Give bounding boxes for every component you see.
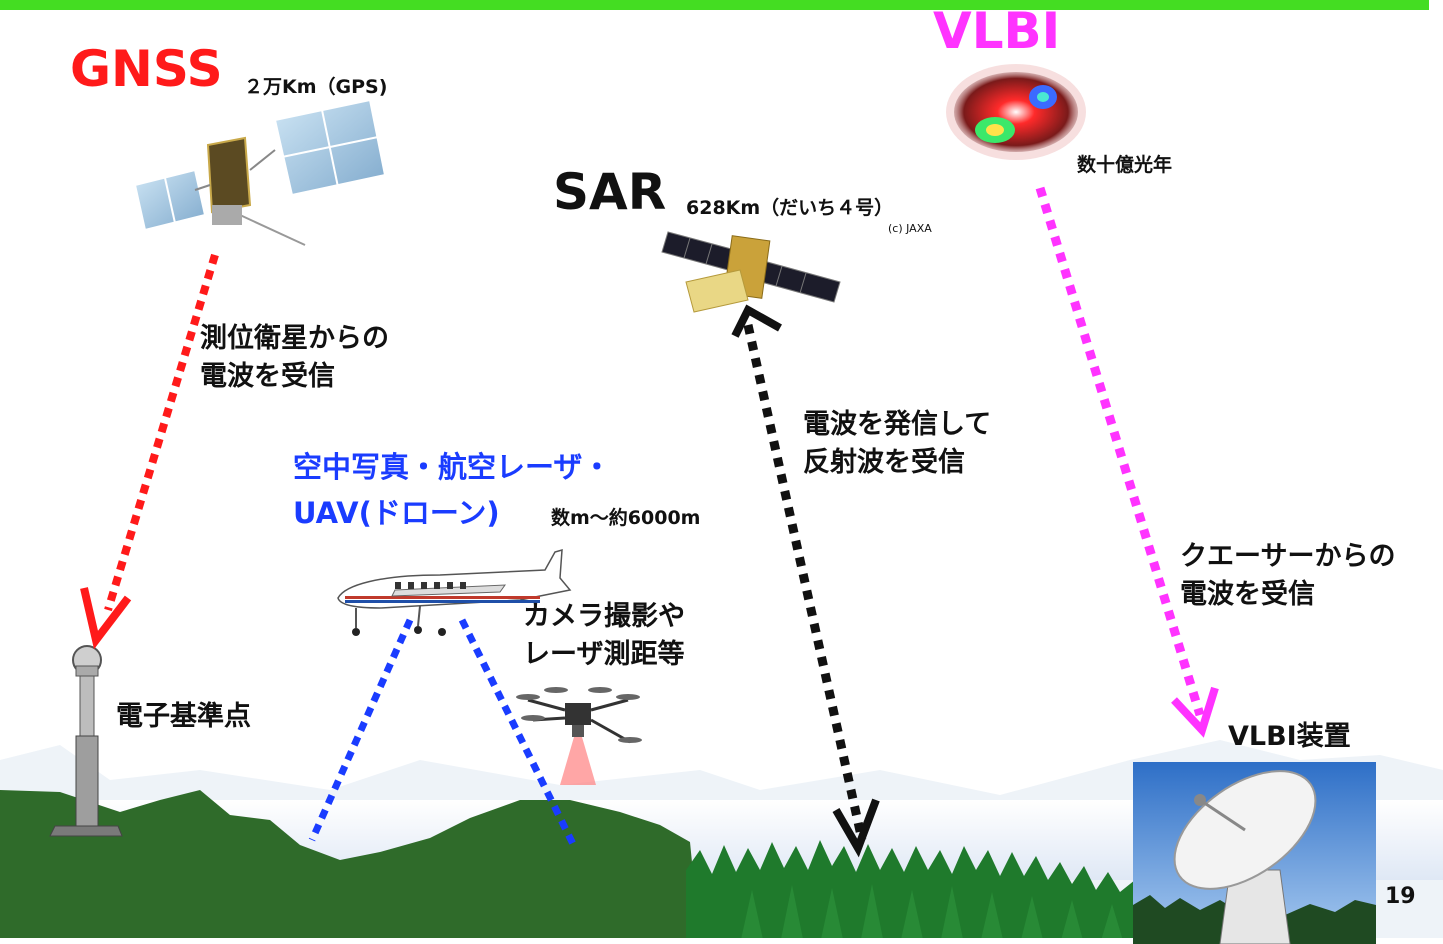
camera-label: カメラ撮影や レーザ測距等 <box>523 601 685 670</box>
airplane-icon <box>337 548 572 636</box>
sar-arrowhead-up <box>731 304 782 338</box>
aerial-line-right <box>458 618 579 850</box>
gnss-signal-line <box>104 253 219 612</box>
aerial-title-line2: UAV(ドローン) <box>293 496 500 530</box>
vlbi-signal-label: クエーサーからの 電波を受信 <box>1180 541 1396 610</box>
sar-arrowhead-down <box>832 798 880 858</box>
vlbi-signal-line <box>1035 186 1205 717</box>
jaxa-credit: (c) JAXA <box>888 222 932 235</box>
sar-signal-label: 電波を発信して 反射波を受信 <box>803 409 992 478</box>
green-mountains <box>0 790 700 944</box>
page-number: 19 <box>1385 884 1416 909</box>
sar-title: SAR <box>553 163 667 221</box>
aerial-title-line1: 空中写真・航空レーザ・ <box>293 450 612 484</box>
gnss-arrowhead <box>80 587 132 650</box>
vlbi-device-label: VLBI装置 <box>1228 721 1351 752</box>
sar-signal-line <box>743 324 867 841</box>
aerial-range: 数m～約6000m <box>551 507 701 529</box>
gnss-subtitle: ２万Km（GPS) <box>244 76 388 98</box>
vlbi-title: VLBI <box>933 2 1061 60</box>
gps-satellite-icon <box>133 98 387 246</box>
quasar-image <box>946 64 1086 160</box>
drone-icon <box>516 687 642 785</box>
quasar-distance: 数十億光年 <box>1077 154 1173 176</box>
sar-satellite-icon <box>661 231 841 313</box>
sar-subtitle: 628Km（だいち４号） <box>686 197 894 219</box>
aerial-line-left <box>308 618 414 842</box>
vlbi-arrowhead <box>1171 686 1219 738</box>
station-label: 電子基準点 <box>116 701 251 732</box>
gnss-signal-label: 測位衛星からの 電波を受信 <box>200 323 389 392</box>
radio-telescope-photo <box>1133 762 1376 944</box>
gnss-station-pillar-icon <box>49 645 123 837</box>
gnss-title: GNSS <box>70 40 223 98</box>
top-bar <box>0 0 1429 10</box>
